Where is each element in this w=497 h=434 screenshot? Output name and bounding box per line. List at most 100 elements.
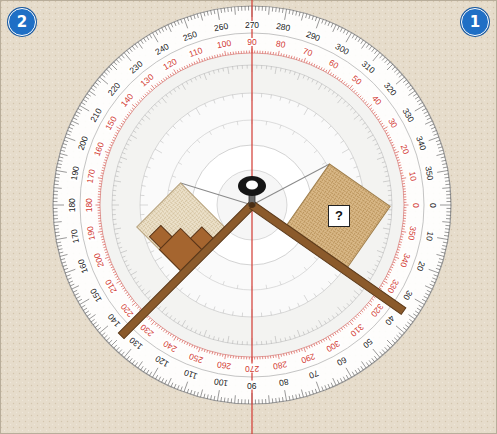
scale-tick <box>151 320 153 322</box>
scale-tick <box>397 157 399 159</box>
scale-tick <box>121 55 124 58</box>
scale-tick <box>397 335 400 338</box>
scale-tick <box>121 123 123 124</box>
scale-tick <box>386 233 389 235</box>
scale-tick <box>168 25 171 32</box>
scale-tick <box>207 395 208 399</box>
scale-tick <box>116 276 118 277</box>
scale-tick <box>445 180 449 182</box>
scale-tick <box>394 69 397 72</box>
scale-tick <box>267 51 268 53</box>
scale-tick <box>232 66 233 69</box>
scale-tick <box>91 88 95 91</box>
scale-tick <box>402 180 404 181</box>
scale-tick <box>212 352 214 354</box>
scale-tick <box>85 311 89 313</box>
scale-tick <box>380 55 383 58</box>
scale-tick <box>403 327 406 330</box>
scale-tick <box>191 63 193 65</box>
scale-tick <box>162 98 166 103</box>
scale-tick <box>210 395 212 399</box>
scale-tick <box>370 108 372 110</box>
scale-tick <box>354 90 356 92</box>
scale-tick <box>398 246 400 248</box>
scale-tick <box>335 75 336 77</box>
scale-tick <box>285 337 287 340</box>
scale-tick <box>182 84 186 90</box>
scale-tick <box>150 251 154 253</box>
scale-tick <box>436 140 440 141</box>
scale-tick <box>177 70 178 72</box>
scale-tick <box>189 64 190 66</box>
scale-tick <box>446 194 450 195</box>
scale-tick <box>121 352 124 355</box>
scale-tick <box>374 356 377 359</box>
scale-tick <box>168 332 169 334</box>
scale-tick <box>248 6 249 10</box>
scale-tick <box>237 66 238 69</box>
scale-tick <box>388 200 391 201</box>
scale-tick <box>308 330 309 333</box>
scale-tick <box>362 123 365 125</box>
scale-tick <box>66 134 70 136</box>
scale-tick <box>188 113 190 116</box>
scale-tick <box>187 150 190 153</box>
scale-tick <box>383 166 386 168</box>
scale-tick <box>83 308 87 310</box>
scale-tick <box>249 357 250 359</box>
scale-tick <box>227 7 229 11</box>
scale-tick <box>397 72 400 75</box>
scale-tick <box>89 315 96 320</box>
scale-tick <box>365 102 367 104</box>
scale-tick <box>238 399 239 403</box>
scale-tick <box>346 83 348 85</box>
scale-tick <box>368 104 371 107</box>
scale-tick <box>184 342 185 344</box>
scale-tick <box>388 214 391 215</box>
scale-tick <box>210 131 212 134</box>
scale-tick <box>347 104 349 107</box>
scale-tick <box>56 238 67 240</box>
scale-tick <box>206 350 208 352</box>
scale-tick <box>131 135 137 139</box>
scale-tick <box>112 269 114 270</box>
scale-tick <box>328 384 330 388</box>
scale-tick <box>204 394 205 398</box>
scale-tick <box>431 281 435 283</box>
scale-tick <box>174 384 176 388</box>
scale-tick <box>200 389 202 397</box>
scale-tick <box>399 167 401 169</box>
scale-tick <box>242 313 243 317</box>
scale-tick <box>388 195 391 196</box>
scale-tick <box>323 69 324 71</box>
scale-tick <box>53 201 57 202</box>
scale-tick <box>120 157 127 159</box>
scale-tick <box>122 153 125 154</box>
scale-tick <box>275 7 277 11</box>
scale-tick <box>235 356 236 358</box>
scale-tick <box>238 6 239 10</box>
scale-tick <box>150 372 152 376</box>
callout-number: 1 <box>461 8 489 36</box>
scale-tick <box>217 9 219 20</box>
scale-tick <box>178 321 180 324</box>
scale-tick <box>333 74 334 76</box>
scale-tick <box>358 314 360 316</box>
scale-tick <box>430 124 434 126</box>
scale-tick <box>261 93 262 97</box>
scale-tick <box>214 55 216 57</box>
scale-tick <box>403 188 405 189</box>
scale-tick <box>387 223 390 224</box>
scale-tick <box>408 91 415 96</box>
degree-mark: 350 <box>424 165 435 182</box>
scale-tick <box>63 265 67 266</box>
scale-tick <box>141 98 143 100</box>
scale-tick <box>191 390 192 394</box>
scale-tick <box>116 281 120 283</box>
scale-tick <box>315 389 316 393</box>
degree-mark: 100 <box>212 377 229 388</box>
scale-tick <box>356 92 358 94</box>
scale-tick <box>56 170 67 172</box>
scale-tick <box>116 347 119 350</box>
scale-tick <box>386 132 388 133</box>
